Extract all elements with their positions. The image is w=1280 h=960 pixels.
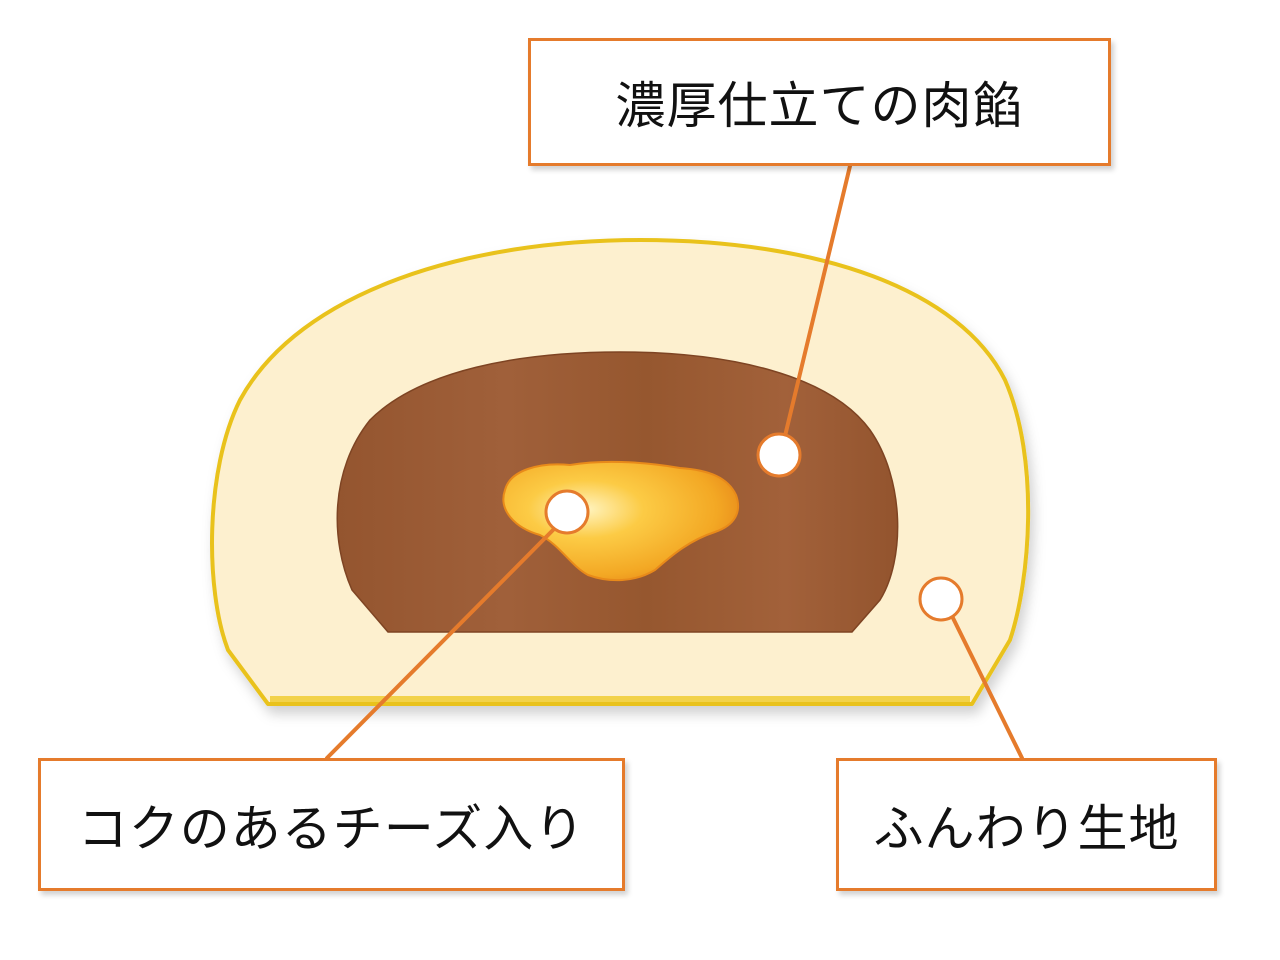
callout-line-cheese bbox=[325, 526, 557, 760]
label-box-cheese: コクのあるチーズ入り bbox=[38, 758, 625, 891]
label-meat-filling: 濃厚仕立ての肉餡 bbox=[615, 77, 1024, 135]
marker-cheese bbox=[544, 489, 590, 535]
label-dough: ふんわり生地 bbox=[873, 799, 1180, 858]
callout-line-dough bbox=[950, 614, 1024, 760]
marker-meat-filling bbox=[756, 432, 802, 478]
callout-line-meat bbox=[783, 164, 852, 438]
label-box-meat-filling: 濃厚仕立ての肉餡 bbox=[528, 38, 1111, 166]
callout-markers bbox=[544, 432, 964, 622]
marker-dough bbox=[918, 576, 964, 622]
callout-lines bbox=[325, 164, 1024, 760]
label-cheese: コクのあるチーズ入り bbox=[77, 799, 586, 858]
label-box-dough: ふんわり生地 bbox=[836, 758, 1217, 891]
